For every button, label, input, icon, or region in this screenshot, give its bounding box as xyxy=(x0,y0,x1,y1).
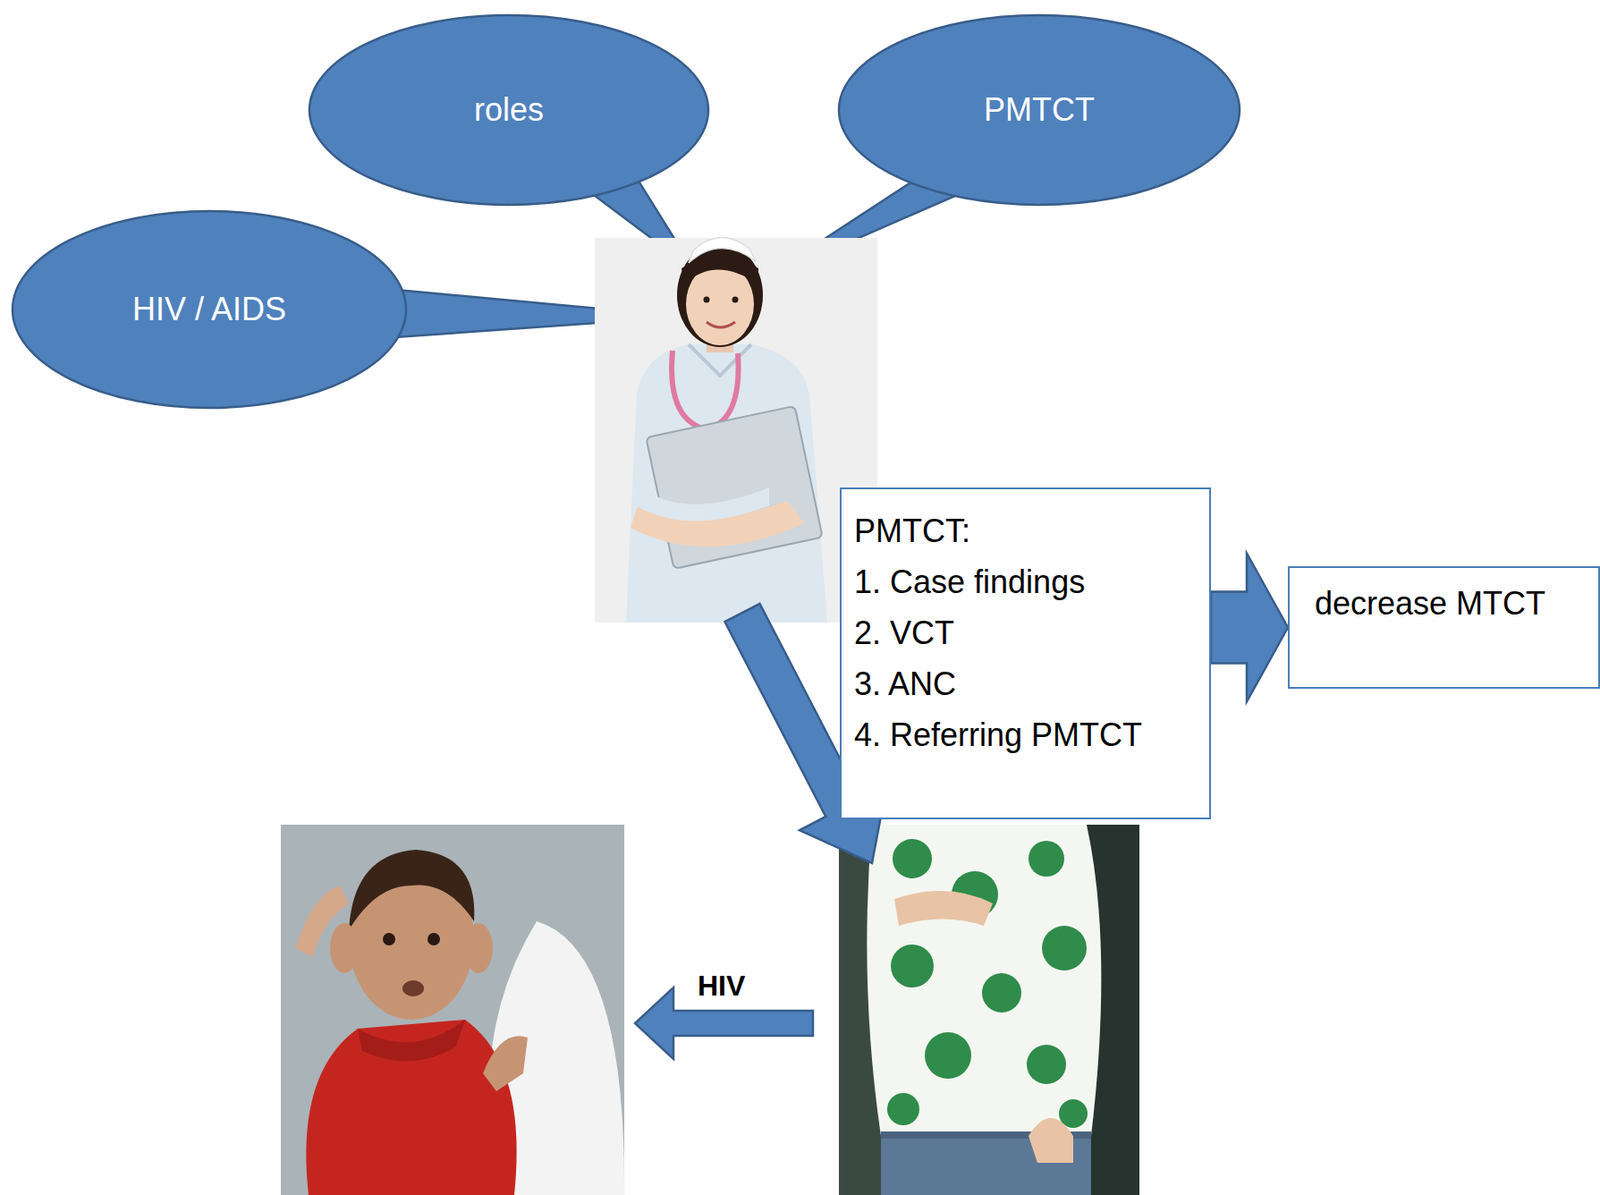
pregnant-woman-photo xyxy=(838,824,1140,1195)
bubble-shape xyxy=(12,211,407,408)
box-text: 4. Referring PMTCT xyxy=(854,709,1143,761)
speech-bubble: HIV / AIDS xyxy=(10,209,408,410)
nurse-photo xyxy=(594,237,878,623)
bubble-text: HIV / AIDS xyxy=(132,289,287,330)
bubble-text: roles xyxy=(474,90,544,130)
bubble-shape xyxy=(838,15,1240,205)
arrow-label: HIV xyxy=(697,969,745,1003)
result-box: decrease MTCT xyxy=(1287,566,1600,689)
block-arrow xyxy=(1210,553,1288,703)
box-text: 1. Case findings xyxy=(854,556,1085,608)
bubble-text: PMTCT xyxy=(983,90,1095,130)
box-text: PMTCT: xyxy=(854,505,971,557)
box-text: 2. VCT xyxy=(854,607,955,659)
speech-bubble: roles xyxy=(307,13,711,207)
list-box: PMTCT:1. Case findings2. VCT3. ANC4. Ref… xyxy=(839,487,1211,820)
box-text: decrease MTCT xyxy=(1314,578,1546,629)
box-text: 3. ANC xyxy=(854,658,957,710)
speech-bubble: PMTCT xyxy=(837,13,1242,207)
child-photo xyxy=(280,824,625,1195)
bubble-shape xyxy=(309,15,709,205)
